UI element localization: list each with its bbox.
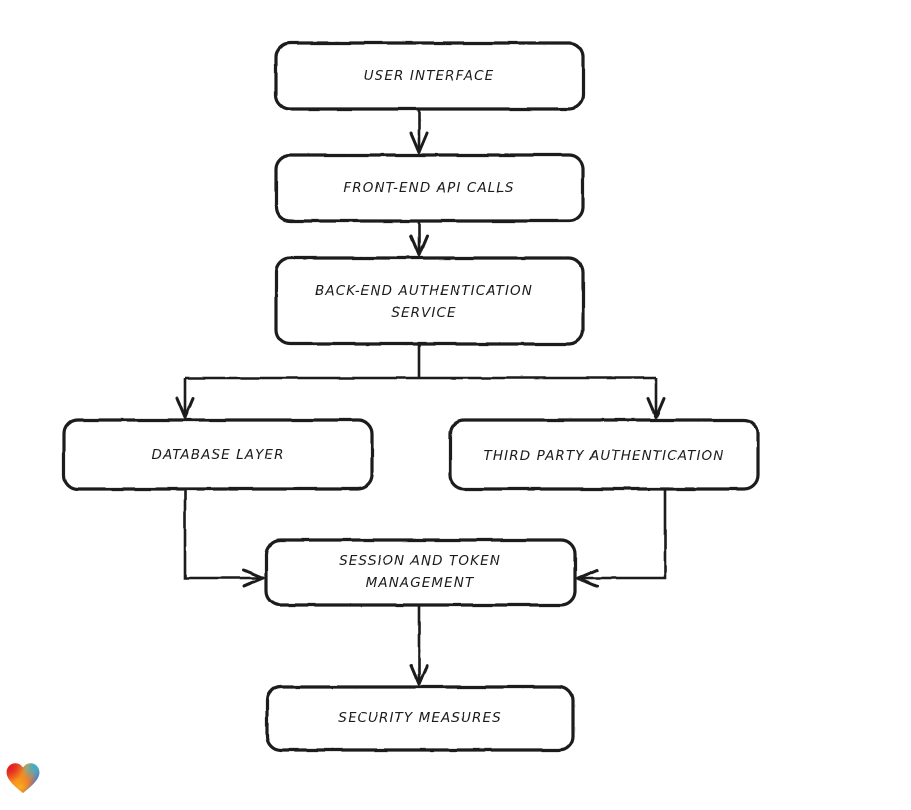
node-label-user-interface: USER INTERFACE — [364, 68, 494, 84]
node-security-measures[interactable] — [265, 685, 575, 752]
node-label-session-and-token-management-line2: MANAGEMENT — [366, 575, 475, 591]
node-label-third-party-authentication: THIRD PARTY AUTHENTICATION — [484, 448, 725, 464]
edge-thirdparty-to-session — [576, 489, 667, 588]
node-label-session-and-token-management-line1: SESSION AND TOKEN — [339, 553, 501, 569]
node-label-back-end-authentication-service-line2: SERVICE — [391, 305, 456, 321]
node-label-security-measures: SECURITY MEASURES — [338, 710, 502, 726]
heart-icon — [6, 762, 40, 794]
edge-session-to-security — [409, 605, 429, 686]
edge-ui-to-frontend — [409, 109, 429, 154]
node-label-front-end-api-calls: FRONT-END API CALLS — [343, 180, 514, 196]
node-session-and-token-management[interactable] — [264, 538, 577, 607]
node-label-back-end-authentication-service-line1: BACK-END AUTHENTICATION — [315, 283, 533, 299]
edge-backend-branch-bus — [185, 344, 656, 380]
edge-frontend-to-backend — [409, 221, 429, 257]
node-database-layer[interactable] — [62, 418, 374, 491]
node-label-database-layer: DATABASE LAYER — [151, 447, 284, 463]
node-back-end-authentication-service[interactable] — [274, 256, 585, 346]
edge-backend-to-database — [175, 378, 195, 419]
node-user-interface[interactable] — [274, 41, 585, 111]
node-third-party-authentication[interactable] — [448, 418, 760, 491]
edge-backend-to-thirdparty — [646, 378, 666, 419]
node-front-end-api-calls[interactable] — [274, 153, 585, 223]
edge-database-to-session — [183, 489, 265, 588]
